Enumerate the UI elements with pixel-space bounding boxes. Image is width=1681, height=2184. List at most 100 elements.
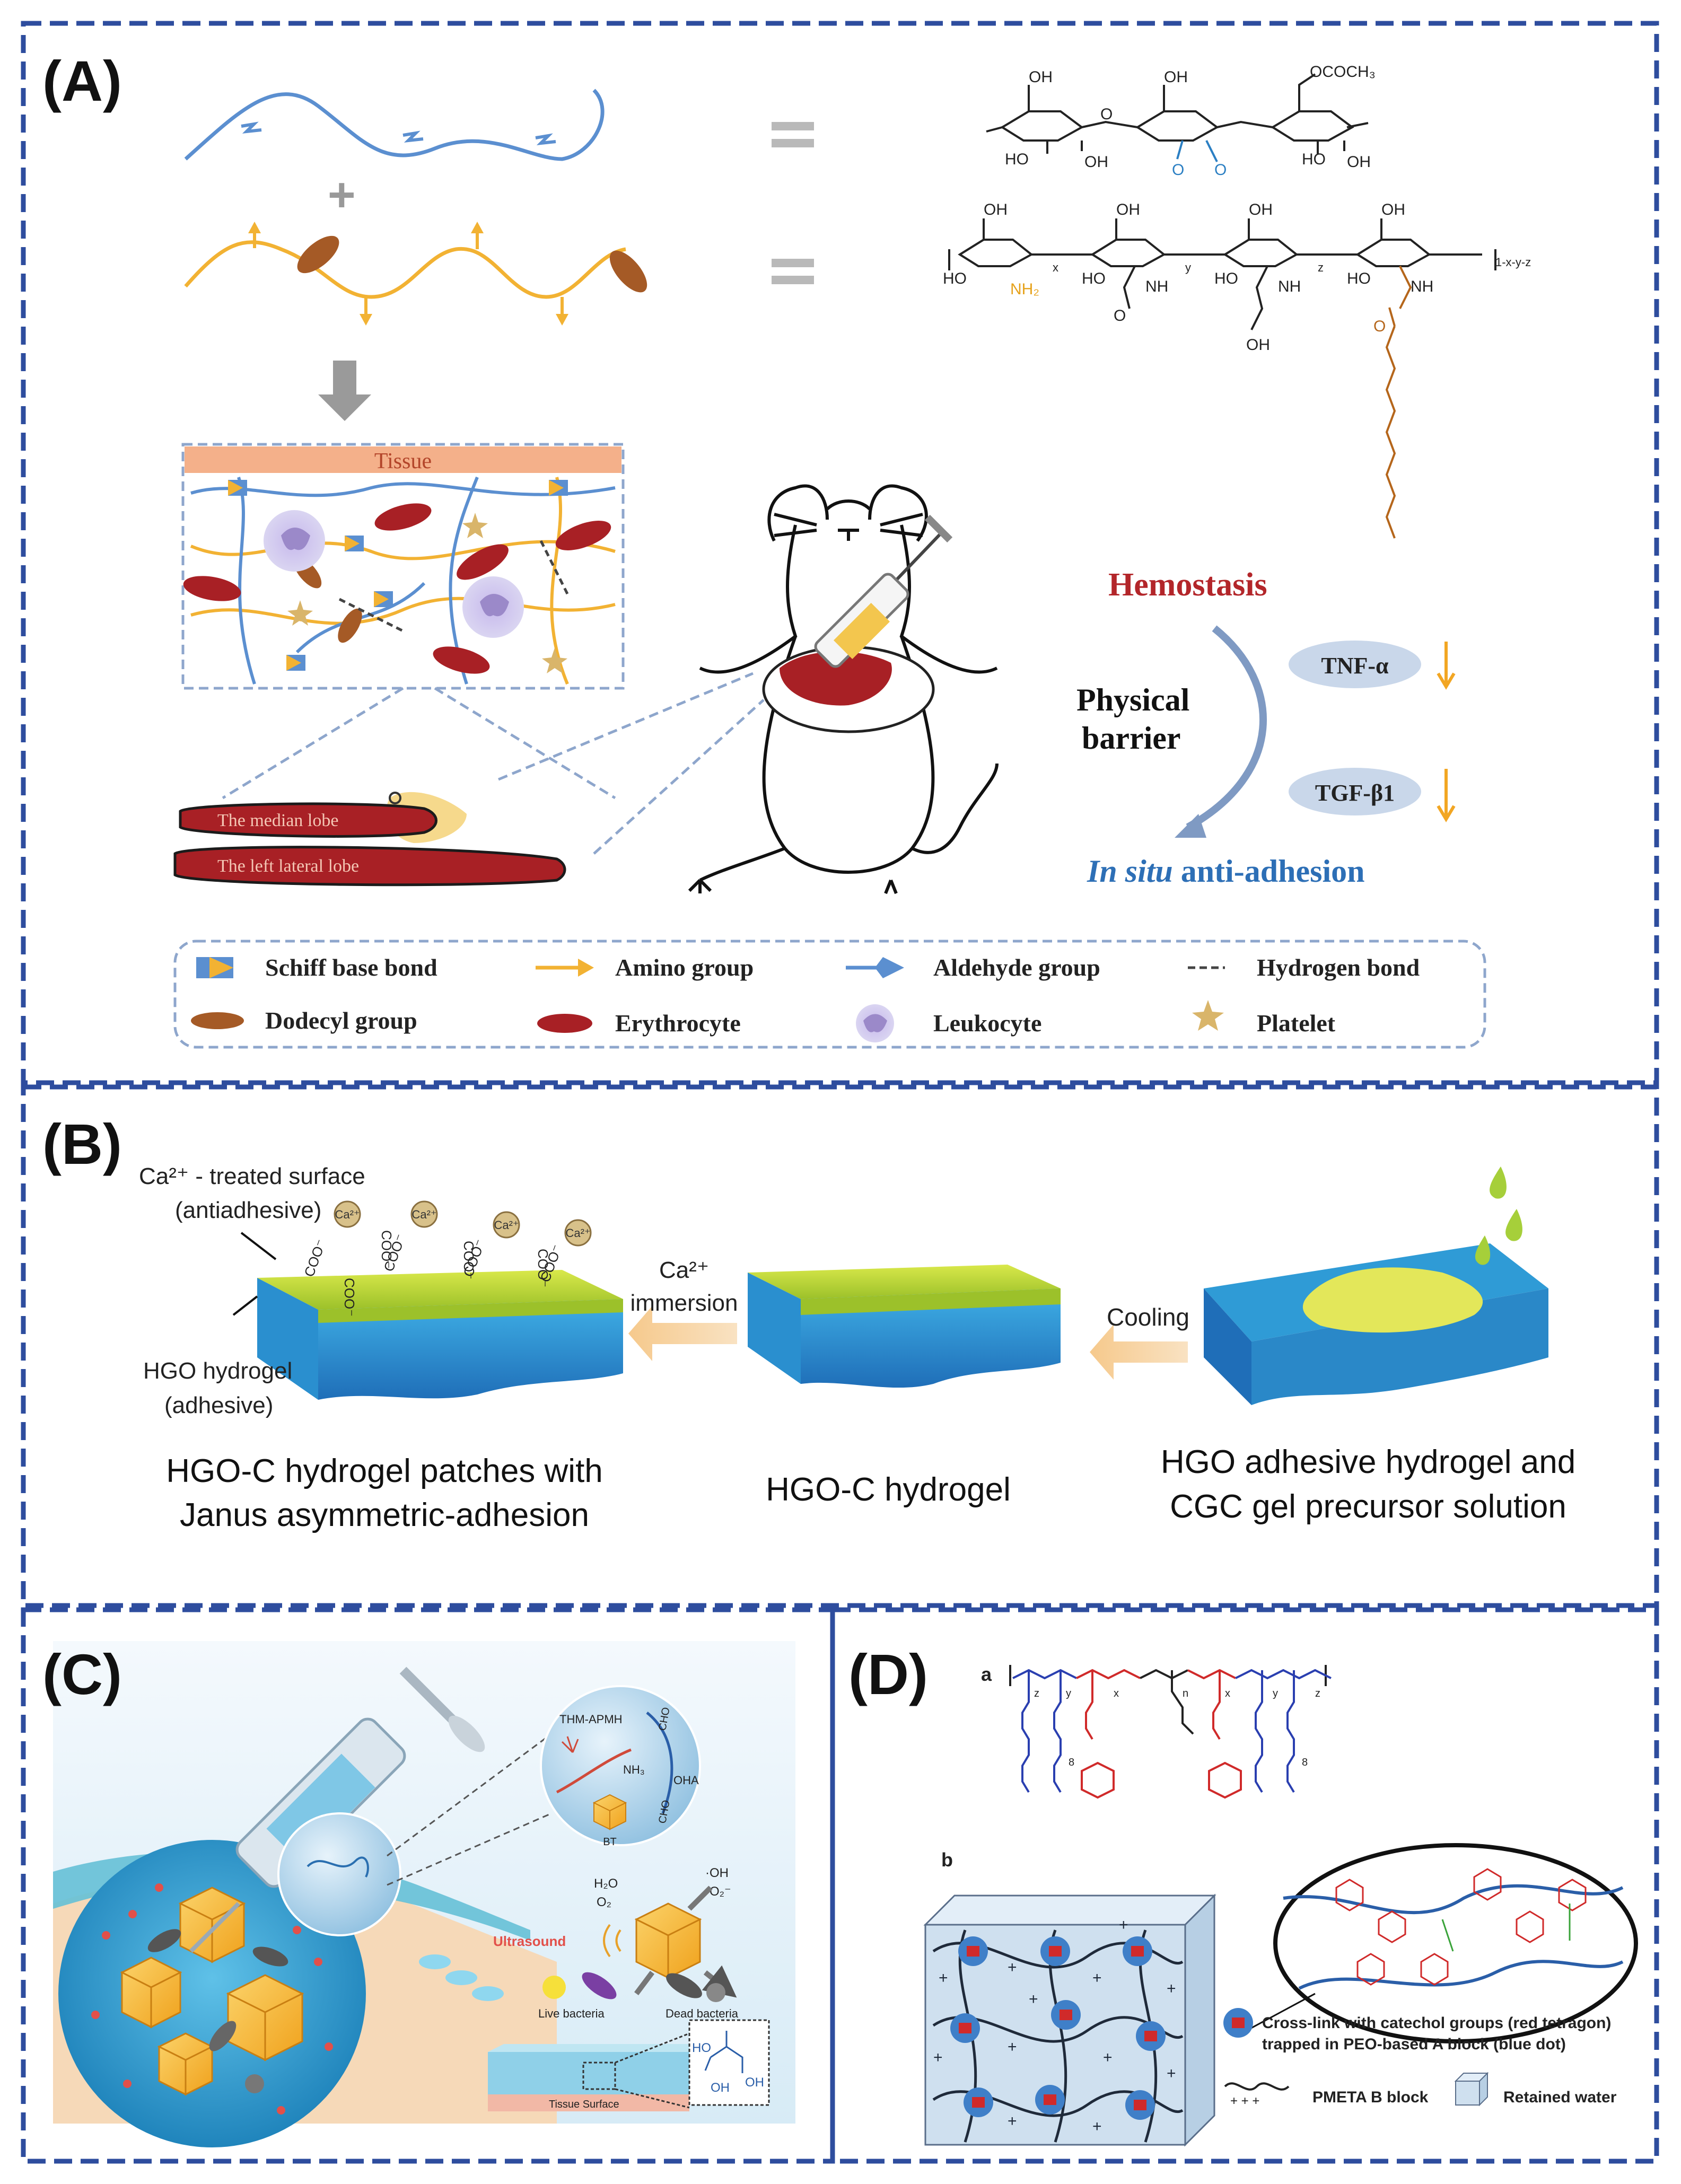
down-arrow bbox=[318, 361, 371, 421]
liver-lobes: The median lobe The left lateral lobe bbox=[173, 672, 765, 887]
ca-surface-line1: Ca²⁺ - treated surface bbox=[139, 1163, 365, 1189]
svg-text:OH: OH bbox=[1249, 201, 1273, 218]
svg-text:NH: NH bbox=[1145, 278, 1168, 295]
svg-text:HO: HO bbox=[1302, 151, 1326, 168]
chem-structure-chitosan bbox=[948, 218, 1496, 539]
caption-left-line2: Janus asymmetric-adhesion bbox=[180, 1497, 589, 1533]
chem-structure-chitosan-labels: OH OH OH OH HO HO HO HO NH₂ NH NH NH x y… bbox=[943, 201, 1531, 354]
svg-text:OH: OH bbox=[1246, 336, 1270, 354]
svg-text:OH: OH bbox=[1164, 68, 1188, 86]
tnf-down-arrow bbox=[1437, 642, 1456, 690]
frame-c bbox=[21, 1607, 835, 2164]
cooling-arrow bbox=[1090, 1325, 1188, 1380]
catechol-zoom bbox=[1246, 1843, 1638, 2043]
svg-text:COO⁻: COO⁻ bbox=[301, 1237, 329, 1279]
caption-right-line1: HGO adhesive hydrogel and bbox=[1161, 1444, 1575, 1480]
frame-a bbox=[21, 21, 1659, 1085]
tgf-badge bbox=[1289, 768, 1421, 815]
svg-text:Dodecyl group: Dodecyl group bbox=[265, 1007, 417, 1034]
immersion-line2: immersion bbox=[631, 1290, 738, 1316]
red-dots bbox=[91, 1883, 333, 2115]
retained-water-icon bbox=[1454, 2072, 1489, 2107]
svg-text:y: y bbox=[1066, 1688, 1071, 1699]
svg-text:OH: OH bbox=[984, 201, 1008, 218]
legend-schiff: Schiff base bond bbox=[196, 954, 437, 981]
svg-text:HO: HO bbox=[1214, 270, 1238, 287]
svg-text:z: z bbox=[1315, 1688, 1320, 1699]
legend-leuko: Leukocyte bbox=[856, 1004, 1041, 1042]
caption-mid: HGO-C hydrogel bbox=[766, 1471, 1011, 1508]
svg-text:COO⁻: COO⁻ bbox=[379, 1230, 395, 1269]
svg-text:y: y bbox=[1273, 1688, 1278, 1699]
panel-a: (A) + bbox=[42, 49, 1531, 1049]
equals-signs bbox=[772, 122, 814, 284]
svg-text:x: x bbox=[1225, 1688, 1230, 1699]
water-droplets bbox=[419, 1954, 504, 2001]
panel-frames bbox=[21, 21, 1659, 2164]
svg-text:Aldehyde group: Aldehyde group bbox=[933, 954, 1100, 981]
panel-a-label: (A) bbox=[42, 49, 122, 113]
caption-right-line2: CGC gel precursor solution bbox=[1170, 1488, 1566, 1525]
bt-cube-small bbox=[592, 1794, 627, 1830]
dead-bacteria-dot bbox=[706, 1983, 725, 2002]
svg-text:NH: NH bbox=[1411, 278, 1433, 295]
legend-a: Schiff base bond Amino group Aldehyde gr… bbox=[173, 940, 1486, 1049]
chem-structure-oha-labels: OH OH OCOCH₃ HO OH HO OH O O O bbox=[1005, 63, 1376, 179]
pmeta-label: PMETA B block bbox=[1312, 2089, 1429, 2106]
panel-d-label: (D) bbox=[848, 1642, 928, 1706]
syringe bbox=[814, 514, 953, 668]
svg-text:8: 8 bbox=[1069, 1757, 1074, 1768]
ultrasound-cube bbox=[634, 1902, 702, 1979]
pmeta-plus-signs: + + + bbox=[1230, 2094, 1259, 2108]
triblock-polymer bbox=[1009, 1665, 1332, 1799]
svg-text:n: n bbox=[1183, 1688, 1188, 1699]
immersion-line1: Ca²⁺ bbox=[659, 1257, 709, 1283]
svg-text:NH: NH bbox=[1278, 278, 1301, 295]
frame-d bbox=[830, 1607, 1659, 2164]
svg-text:Amino group: Amino group bbox=[615, 954, 754, 981]
aldehyde-chain bbox=[184, 89, 605, 161]
sub-a-label: a bbox=[981, 1663, 992, 1685]
tnf-badge bbox=[1289, 641, 1421, 688]
cycle-arc-head bbox=[1175, 814, 1206, 838]
hgo-c-patch-slab bbox=[257, 1270, 623, 1400]
hgo-hydrogel-line2: (adhesive) bbox=[164, 1392, 273, 1418]
panel-d: (D) a z y x n x y z 8 bbox=[848, 1642, 1638, 2147]
svg-text:O: O bbox=[1172, 161, 1184, 179]
svg-text:x: x bbox=[1114, 1688, 1119, 1699]
svg-text:1-x-y-z: 1-x-y-z bbox=[1495, 256, 1531, 269]
svg-text:NH₂: NH₂ bbox=[1010, 280, 1039, 298]
svg-text:O: O bbox=[1100, 106, 1113, 123]
svg-text:z: z bbox=[1318, 261, 1324, 274]
immersion-arrow bbox=[628, 1306, 737, 1361]
svg-text:OCOCH₃: OCOCH₃ bbox=[1310, 63, 1376, 81]
pmeta-chain-icon bbox=[1224, 2082, 1290, 2091]
tgf-down-arrow bbox=[1437, 769, 1456, 822]
svg-text:z: z bbox=[1034, 1688, 1039, 1699]
legend-erythro: Erythrocyte bbox=[537, 1010, 741, 1037]
hgo-c-slab bbox=[748, 1265, 1061, 1388]
svg-text:x: x bbox=[1053, 261, 1058, 274]
in-situ-anti-adhesion: In situ anti-adhesion bbox=[1087, 854, 1365, 889]
physical-barrier-line1: Physical bbox=[1076, 682, 1189, 717]
svg-text:Erythrocyte: Erythrocyte bbox=[615, 1010, 741, 1037]
liver-in-mouse bbox=[780, 651, 892, 706]
bacteria-in-circle bbox=[147, 1929, 288, 2093]
svg-text:OH: OH bbox=[1029, 68, 1053, 86]
live-bacteria-dot bbox=[542, 1976, 566, 1999]
ca-surface-line2: (antiadhesive) bbox=[175, 1197, 321, 1223]
cooling-label: Cooling bbox=[1107, 1303, 1189, 1331]
svg-text:OH: OH bbox=[1381, 201, 1405, 218]
legend-hbond: Hydrogen bond bbox=[1188, 954, 1420, 981]
physical-barrier-line2: barrier bbox=[1082, 721, 1181, 756]
retained-water-label: Retained water bbox=[1503, 2089, 1617, 2106]
amino-chain bbox=[184, 222, 647, 326]
svg-text:HO: HO bbox=[1347, 270, 1371, 287]
panel-c: (C) bbox=[42, 1641, 795, 2147]
svg-text:OH: OH bbox=[1347, 153, 1371, 171]
svg-text:HO: HO bbox=[1005, 151, 1029, 168]
ca-surface-pointer bbox=[240, 1232, 277, 1260]
legend-amino: Amino group bbox=[536, 954, 754, 981]
live-bacteria-rod bbox=[582, 1972, 617, 1999]
svg-text:8: 8 bbox=[1302, 1757, 1308, 1768]
